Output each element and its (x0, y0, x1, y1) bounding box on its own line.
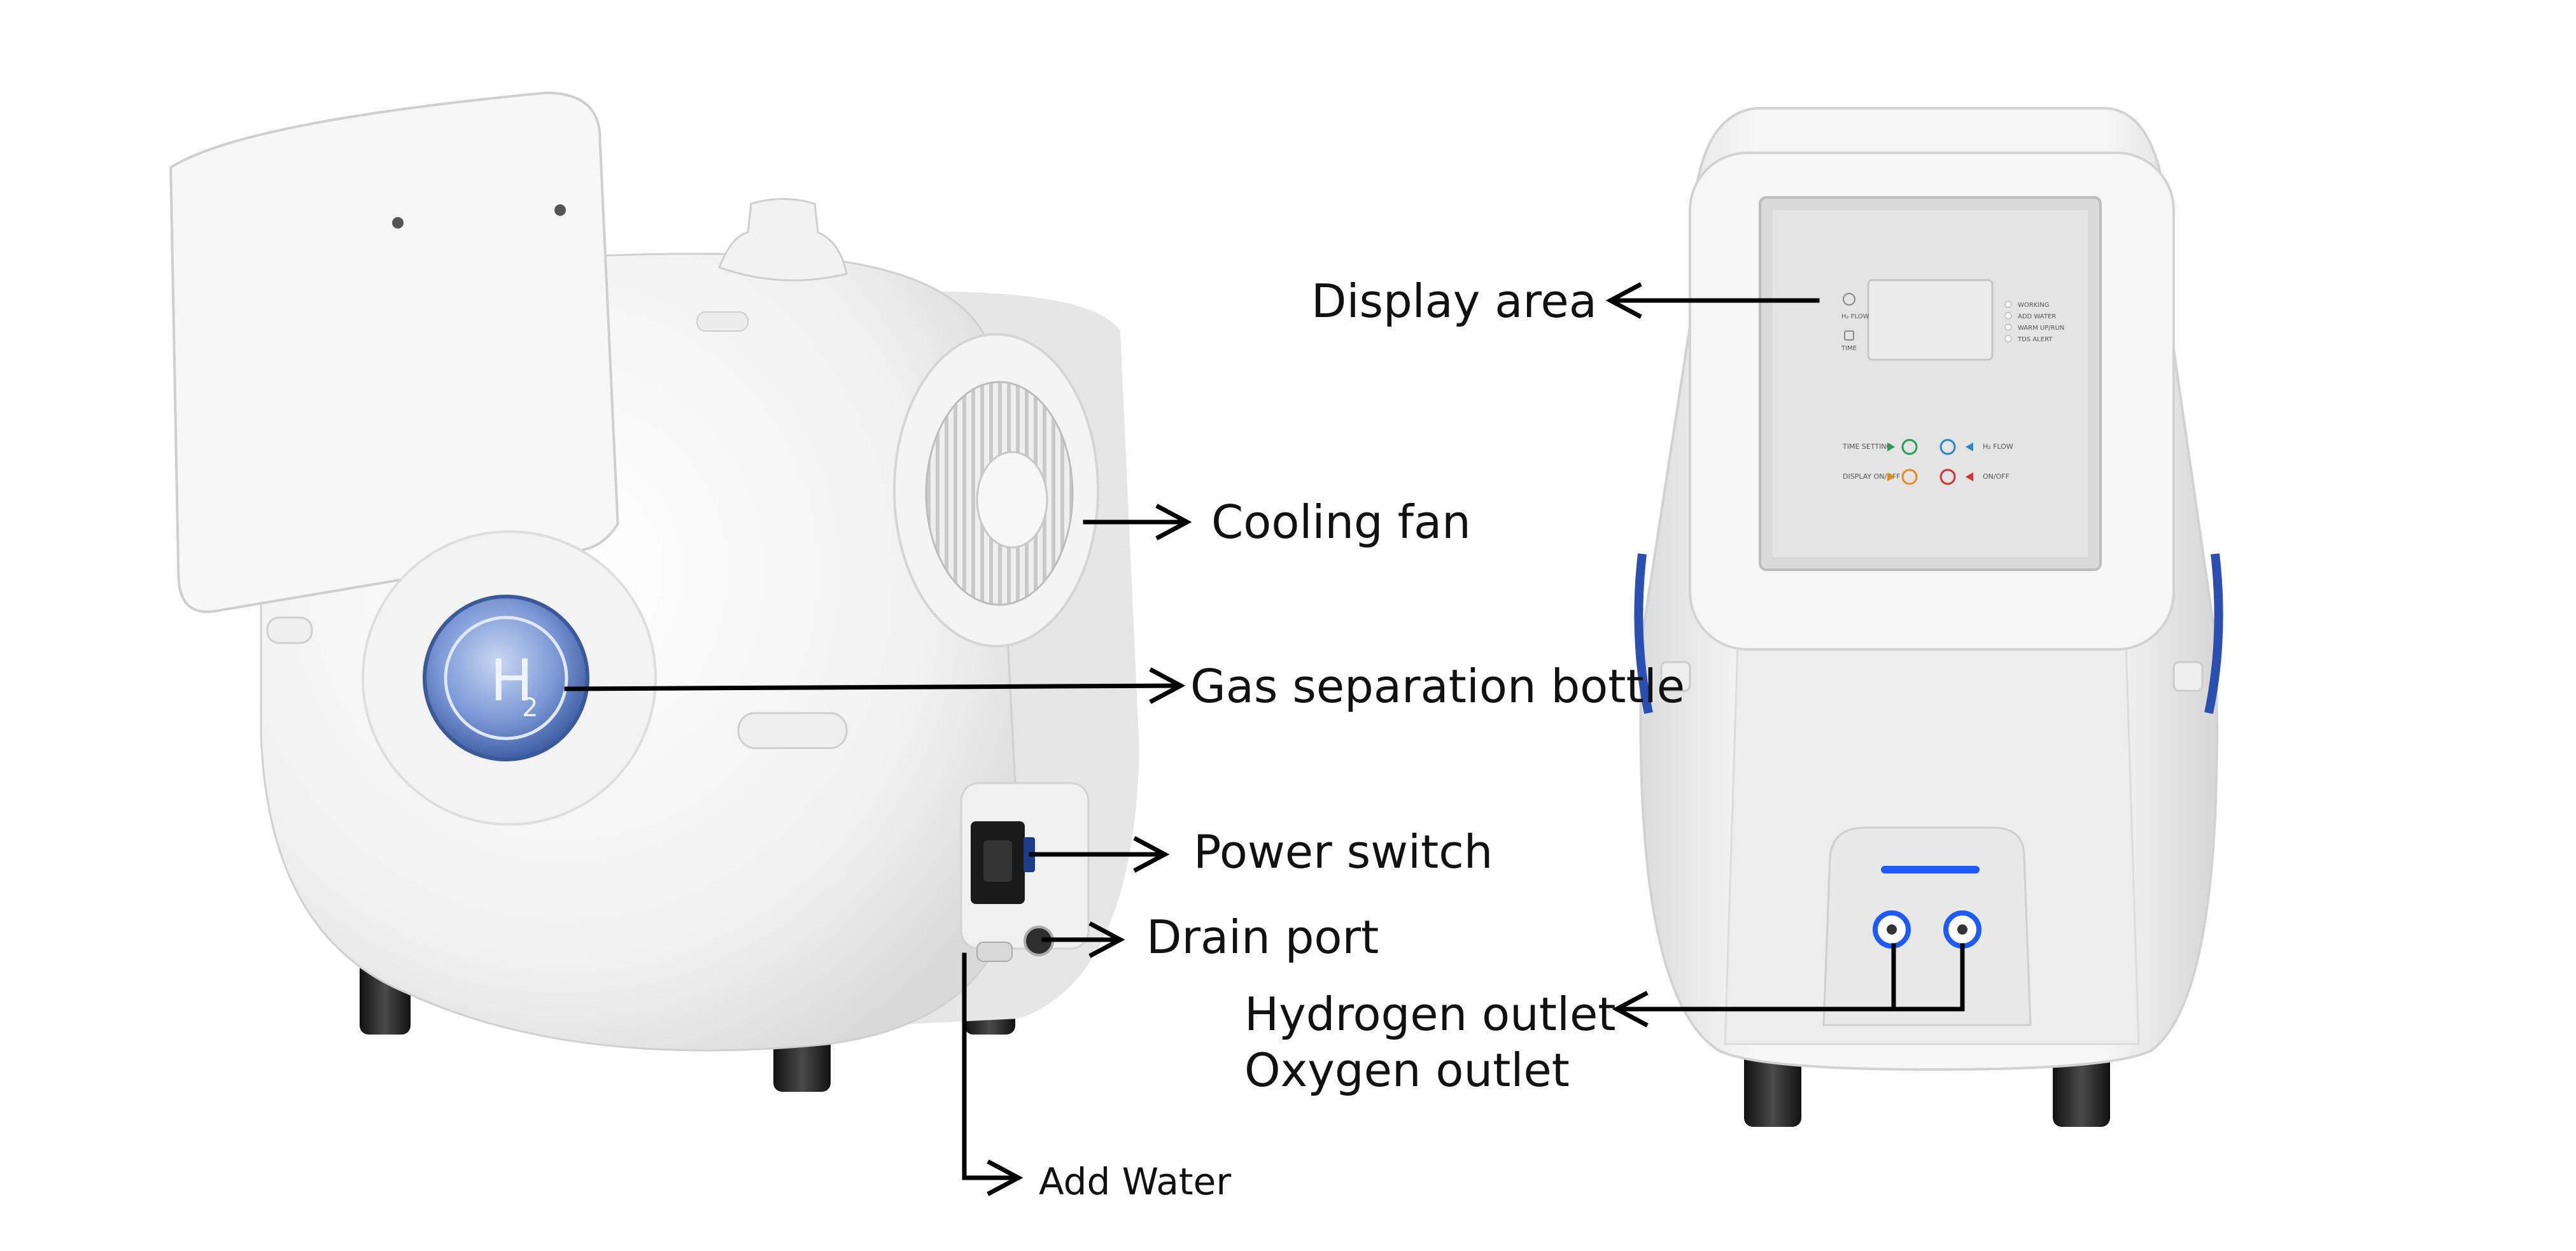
side-view-device: H 2 (169, 91, 1139, 1092)
display-area-panel: H₂ FLOW TIME WORKING ADD WATER WARM UP/R… (1759, 196, 2102, 571)
add-water-port (976, 942, 1013, 962)
power-switch (960, 782, 1090, 950)
status-add-water: ADD WATER (2018, 313, 2056, 320)
panel-onoff-label: ON/OFF (1983, 472, 2009, 481)
panel-time-setting-label: TIME SETTING (1842, 442, 1892, 451)
outlet-module (1822, 826, 2032, 1026)
h2-flow-button-icon[interactable] (1939, 439, 1956, 455)
arrow-power-switch (1029, 836, 1170, 873)
power-button-icon[interactable] (1939, 469, 1956, 485)
panel-display-onoff-label: DISPLAY ON/OFF (1843, 472, 1901, 481)
arrow-drain-port (1041, 921, 1125, 958)
panel-h2-flow-button-label: H₂ FLOW (1983, 442, 2013, 451)
label-oxygen-outlet: Oxygen outlet (1244, 1043, 1570, 1097)
label-gas-separation-bottle: Gas separation bottle (1190, 660, 1685, 713)
callout-arrows (564, 282, 1965, 1196)
arrow-add-water (962, 952, 1024, 1196)
status-warm-up: WARM UP/RUN (2018, 325, 2064, 332)
cooling-fan (893, 333, 1099, 647)
label-power-switch: Power switch (1193, 825, 1493, 879)
label-hydrogen-outlet: Hydrogen outlet (1244, 987, 1616, 1041)
top-nozzle (718, 198, 848, 281)
display-button-icon[interactable] (1901, 469, 1918, 485)
status-working: WORKING (2018, 302, 2049, 309)
arrow-cooling-fan (1083, 504, 1192, 541)
bottle-h2-subscript: 2 (522, 693, 538, 723)
status-tds-alert: TDS ALERT (2017, 336, 2053, 343)
bottle-h2-mark: H (490, 647, 533, 714)
arrow-gas-bottle (564, 667, 1186, 704)
panel-status-list: WORKING ADD WATER WARM UP/RUN TDS ALERT (2004, 300, 2064, 343)
clock-icon[interactable] (1901, 439, 1918, 455)
arrow-display-area (1605, 282, 1820, 319)
panel-time-label: TIME (1841, 345, 1857, 352)
foot (1744, 1050, 1801, 1127)
label-add-water: Add Water (1039, 1160, 1232, 1203)
gas-separation-bottle: H 2 (423, 595, 589, 761)
foot (2053, 1050, 2110, 1127)
front-view-device: H₂ FLOW TIME WORKING ADD WATER WARM UP/R… (1634, 107, 2223, 1127)
panel-h2-flow-label: H₂ FLOW (1841, 313, 1869, 320)
label-display-area: Display area (1311, 274, 1597, 328)
label-cooling-fan: Cooling fan (1211, 495, 1471, 549)
status-led-bar (1881, 866, 1980, 873)
tilted-screen (169, 91, 619, 613)
arrow-outlets (1612, 943, 1965, 1028)
label-drain-port: Drain port (1146, 910, 1379, 964)
